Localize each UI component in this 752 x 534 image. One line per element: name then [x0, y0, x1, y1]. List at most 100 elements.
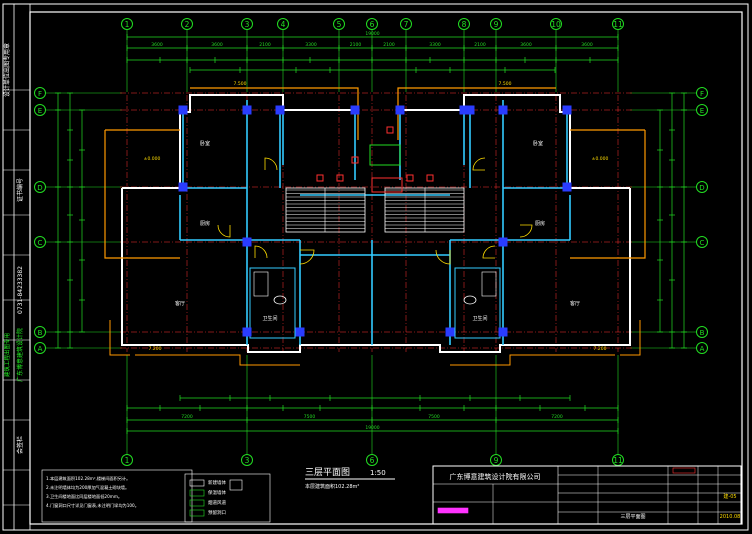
note-line-0: 1.本层建筑面积102.28m²,楼梯间面积另计。	[46, 475, 130, 482]
sheet-date: 2010.08	[720, 514, 741, 520]
axis-bubble-9	[490, 18, 502, 30]
door-swing	[217, 224, 231, 238]
column-11	[498, 105, 508, 115]
axis-label-1: 1	[125, 20, 130, 29]
column-2	[242, 105, 252, 115]
legend-swatch-2	[189, 499, 205, 507]
row-bubble-left-D	[34, 181, 46, 193]
axis-bubble-bottom-6	[366, 454, 378, 466]
room-label-2: 客厅	[175, 300, 185, 307]
row-bubble-left-F	[34, 87, 46, 99]
room-label-1: 卧室	[533, 140, 543, 147]
axis-label-10: 10	[551, 20, 561, 29]
row-label-left-D: D	[37, 184, 42, 192]
exterior-wall-right-bottom	[372, 188, 631, 353]
dim-top-total-value: 19000	[365, 31, 379, 37]
axis-label-9: 9	[494, 20, 499, 29]
toilet-left	[273, 295, 287, 305]
row-label-left-F: F	[38, 90, 42, 98]
axis-label-3: 3	[245, 20, 250, 29]
axis-bubble-6	[366, 18, 378, 30]
axis-label-bottom-6: 6	[370, 456, 375, 465]
column-10	[465, 105, 475, 115]
strip-text: 建筑工程出图专用	[3, 333, 11, 377]
dim-top-axes-value: 3300	[305, 42, 317, 48]
dim-bottom-axes-value: 7200	[181, 414, 193, 420]
shaft-box	[369, 144, 401, 166]
axis-label-bottom-1: 1	[125, 456, 130, 465]
row-label-right-A: A	[700, 345, 705, 353]
axis-bubble-11	[612, 18, 624, 30]
terrace-right	[620, 320, 641, 356]
legend-icon	[229, 479, 243, 491]
legend-item-3: 预留洞口	[208, 509, 226, 516]
axis-bubble-8	[458, 18, 470, 30]
toilet-right	[463, 295, 477, 305]
room-label-4: 厨房	[200, 220, 210, 227]
shower-right	[481, 271, 497, 297]
column-5	[242, 327, 252, 337]
room-label-5: 厨房	[535, 220, 545, 227]
column-3	[275, 105, 285, 115]
row-bubble-left-E	[34, 104, 46, 116]
row-bubble-left-A	[34, 342, 46, 354]
elevation-mark-2: 7.500	[234, 81, 247, 87]
stair-right	[384, 187, 465, 233]
column-12	[562, 105, 572, 115]
tb-highlight	[672, 467, 696, 474]
door-swing	[299, 249, 315, 265]
axis-bubble-7	[400, 18, 412, 30]
dim-bottom-total-value: 19000	[365, 425, 379, 431]
marker-red-5	[351, 156, 359, 164]
axis-bubble-5	[333, 18, 345, 30]
row-label-right-D: D	[699, 184, 704, 192]
bathroom-left	[249, 267, 296, 339]
row-label-right-B: B	[700, 329, 705, 337]
legend-item-0: 新建墙体	[208, 479, 226, 486]
dim-top-axes-value: 3600	[211, 42, 223, 48]
column-7	[350, 105, 360, 115]
legend-item-1: 保温墙体	[208, 489, 226, 496]
dim-top-axes-value: 2100	[259, 42, 271, 48]
door-swing	[254, 245, 268, 259]
legend-swatch-0	[189, 479, 205, 487]
column-8	[395, 105, 405, 115]
note-line-1: 2.未注明墙体均为200厚加气混凝土砌块墙。	[46, 484, 129, 491]
sheet-name: 三层平面图	[620, 514, 645, 520]
door-swing	[519, 224, 533, 238]
marker-red-3	[426, 174, 434, 182]
axis-bubble-10	[550, 18, 562, 30]
axis-label-8: 8	[462, 20, 467, 29]
row-bubble-left-B	[34, 326, 46, 338]
elevation-mark-1: ±0.000	[592, 156, 609, 162]
legend-swatch-1	[189, 489, 205, 497]
dim-top-axes-value: 2100	[474, 42, 486, 48]
bathroom-right	[454, 267, 501, 339]
elevation-mark-5: 7.200	[594, 346, 607, 352]
axis-label-2: 2	[185, 20, 190, 29]
row-label-left-B: B	[38, 329, 43, 337]
row-bubble-right-C	[696, 236, 708, 248]
row-label-right-F: F	[700, 90, 704, 98]
area-note: 本层建筑面积102.28m²	[305, 483, 359, 490]
column-6	[295, 327, 305, 337]
drawing-scale: 1:50	[370, 469, 386, 477]
axis-bubble-2	[181, 18, 193, 30]
room-label-0: 卧室	[200, 140, 210, 147]
sheet-number: 建-05	[723, 493, 736, 500]
strip-text: 会签栏	[16, 436, 24, 454]
row-label-left-C: C	[38, 239, 43, 247]
axis-label-6: 6	[370, 20, 375, 29]
axis-label-bottom-3: 3	[245, 456, 250, 465]
dim-top-axes-value: 2100	[350, 42, 362, 48]
column-4	[242, 237, 252, 247]
door-swing	[472, 157, 486, 171]
row-bubble-left-C	[34, 236, 46, 248]
balcony-right-outline	[570, 130, 646, 259]
dim-top-axes-value: 3600	[151, 42, 163, 48]
axis-label-4: 4	[281, 20, 286, 29]
axis-bubble-3	[241, 18, 253, 30]
axis-label-5: 5	[337, 20, 342, 29]
dim-top-axes-value: 3600	[520, 42, 532, 48]
